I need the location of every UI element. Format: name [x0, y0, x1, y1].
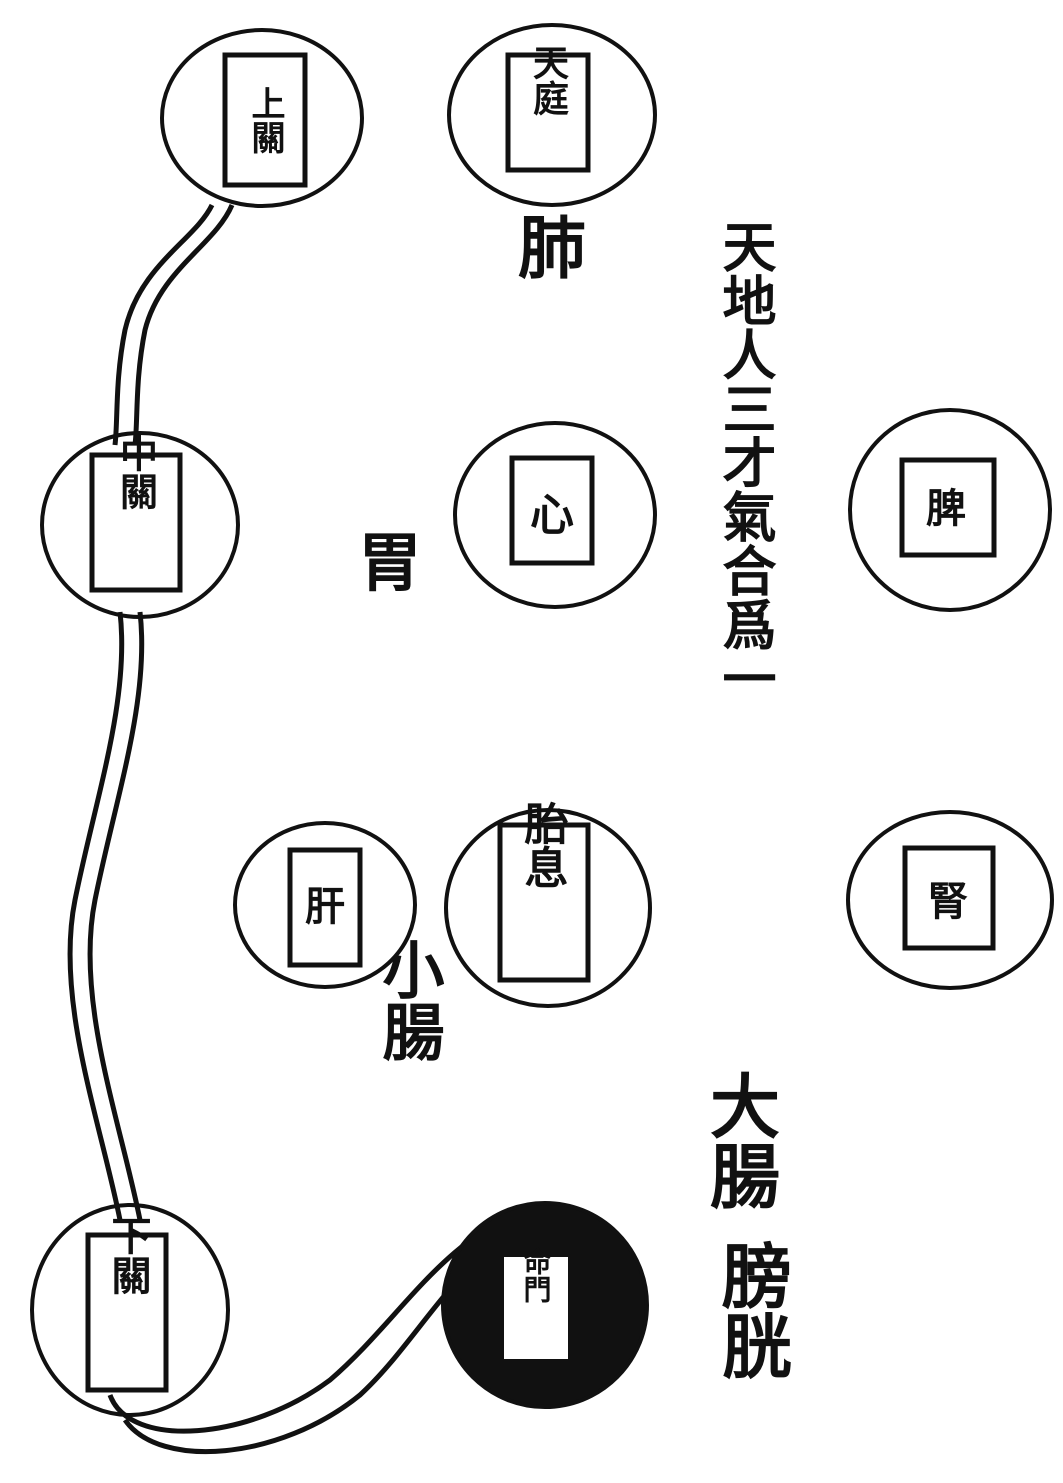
node-upper-gate: 上關 — [160, 28, 364, 208]
node-heart: 心 — [453, 421, 657, 609]
channel-upper-to-middle — [112, 203, 235, 446]
upper-gate-label: 上關 — [245, 86, 285, 154]
node-spleen: 脾 — [848, 408, 1052, 612]
spleen-label: 脾 — [926, 485, 966, 532]
node-womb: 胎息 — [444, 801, 652, 1008]
stomach-label: 胃 — [358, 526, 422, 601]
node-middle-gate: 中關 — [40, 431, 240, 619]
node-dark-gate: 命門 — [441, 1201, 649, 1409]
bladder-label: 膀胱 — [711, 1240, 794, 1380]
kidney-label: 腎 — [928, 878, 968, 925]
middle-gate-label: 中關 — [114, 434, 159, 510]
lung-label: 肺 — [518, 209, 586, 289]
womb-label: 胎息 — [517, 801, 570, 889]
node-lower-gate: 下關 — [30, 1203, 230, 1417]
lower-gate-label: 下關 — [105, 1215, 152, 1295]
node-liver: 肝 — [233, 821, 417, 989]
small-intestine-label: 小腸 — [372, 938, 445, 1062]
dark-gate-label: 命門 — [520, 1246, 553, 1303]
heaven-court-label: 天庭 — [527, 44, 569, 116]
node-heaven-court: 天庭 — [447, 23, 657, 207]
channel-middle-to-lower — [67, 611, 145, 1221]
large-intestine-label: 大腸 — [699, 1070, 782, 1210]
diagram-title: 天地人三才氣合爲一 — [713, 219, 777, 705]
node-kidney: 腎 — [846, 810, 1054, 990]
liver-label: 肝 — [305, 883, 345, 930]
heart-label: 心 — [530, 490, 574, 541]
